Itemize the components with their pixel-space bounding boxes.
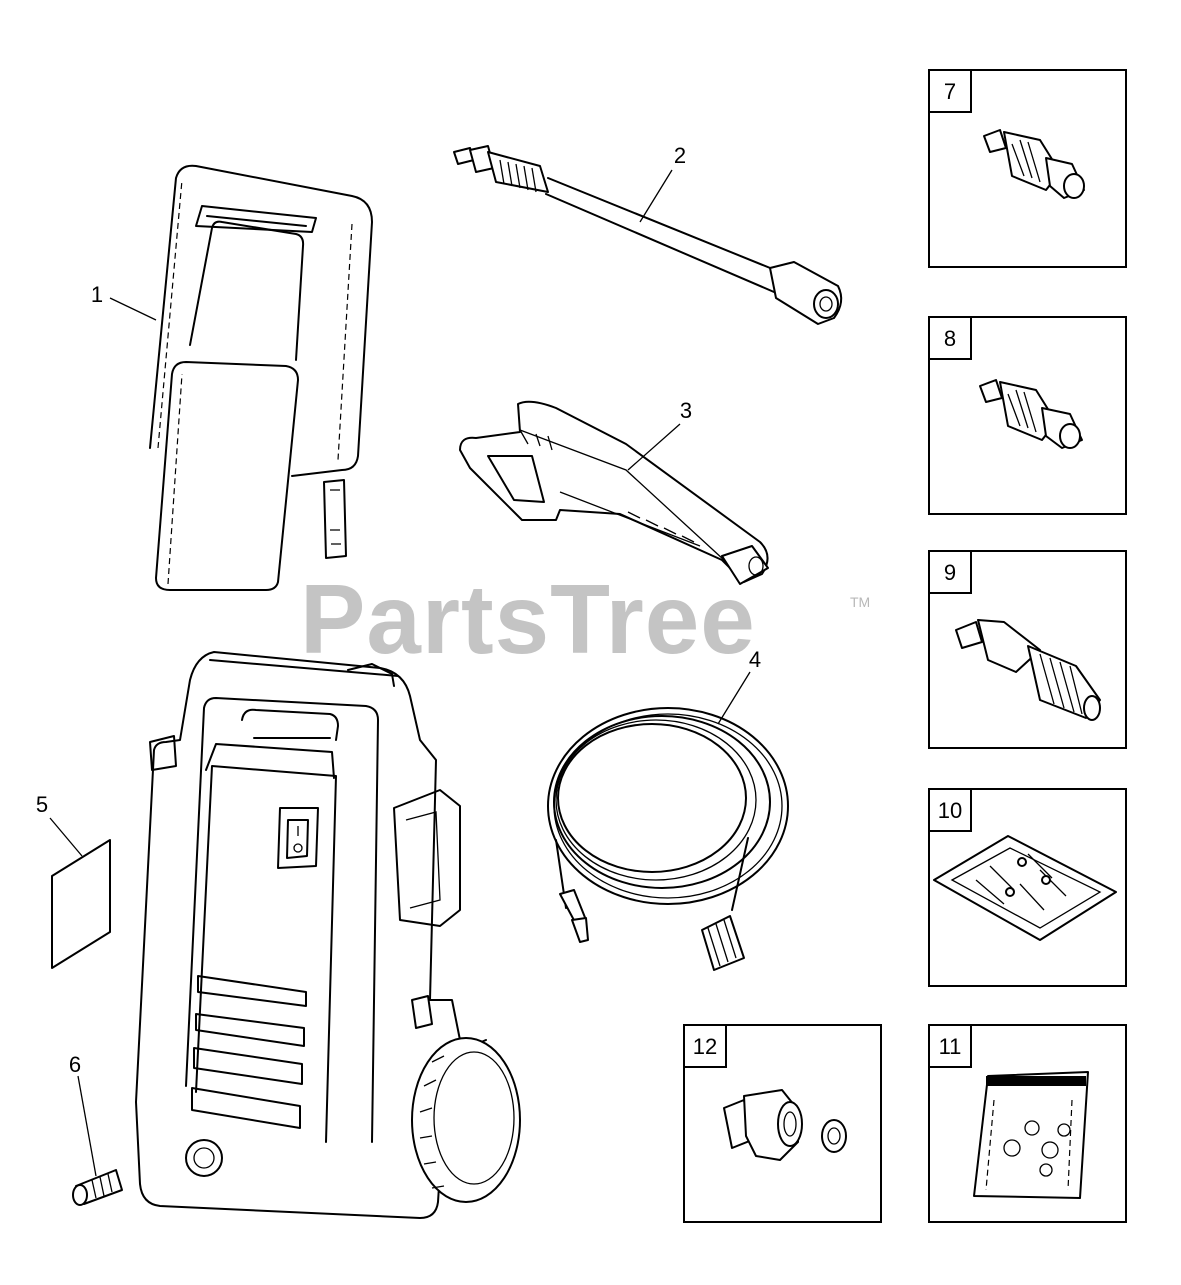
part-10-illustration	[933, 835, 1117, 941]
part-4-hose[interactable]	[547, 707, 789, 971]
part-3-spray-gun[interactable]	[459, 400, 769, 585]
box-number-8: 8	[944, 326, 956, 351]
part-6-nozzle-tip[interactable]	[72, 1169, 123, 1206]
part-9-illustration	[955, 619, 1101, 721]
part-12-illustration	[723, 1089, 847, 1161]
callout-5: 5	[36, 792, 48, 817]
leader-lines	[49, 169, 751, 1177]
part-1-front-panel[interactable]	[149, 164, 373, 591]
part-11-illustration	[973, 1071, 1089, 1199]
part-8-illustration	[979, 379, 1083, 449]
partstree-watermark: PartsTree	[300, 564, 756, 674]
part-2-spray-lance[interactable]	[453, 145, 843, 325]
box-part-7[interactable]: 7	[928, 69, 1127, 268]
box-number-9: 9	[944, 560, 956, 585]
box-part-12[interactable]: 12	[683, 1024, 882, 1223]
box-part-11[interactable]: 11	[928, 1024, 1127, 1223]
box-part-10[interactable]: 10	[928, 788, 1127, 987]
pressure-washer-unit[interactable]	[135, 651, 521, 1219]
box-part-9[interactable]: 9	[928, 550, 1127, 749]
callout-4: 4	[749, 647, 761, 672]
trademark-mark: TM	[850, 594, 871, 610]
box-number-10: 10	[938, 798, 962, 823]
callout-6: 6	[69, 1052, 81, 1077]
callout-2: 2	[674, 143, 686, 168]
box-number-7: 7	[944, 79, 956, 104]
part-7-illustration	[983, 129, 1085, 199]
callout-3: 3	[680, 398, 692, 423]
box-part-8[interactable]: 8	[928, 316, 1127, 515]
callout-1: 1	[91, 282, 103, 307]
box-number-12: 12	[693, 1034, 717, 1059]
box-number-11: 11	[939, 1034, 962, 1059]
part-5-label-sheet[interactable]	[51, 839, 111, 969]
